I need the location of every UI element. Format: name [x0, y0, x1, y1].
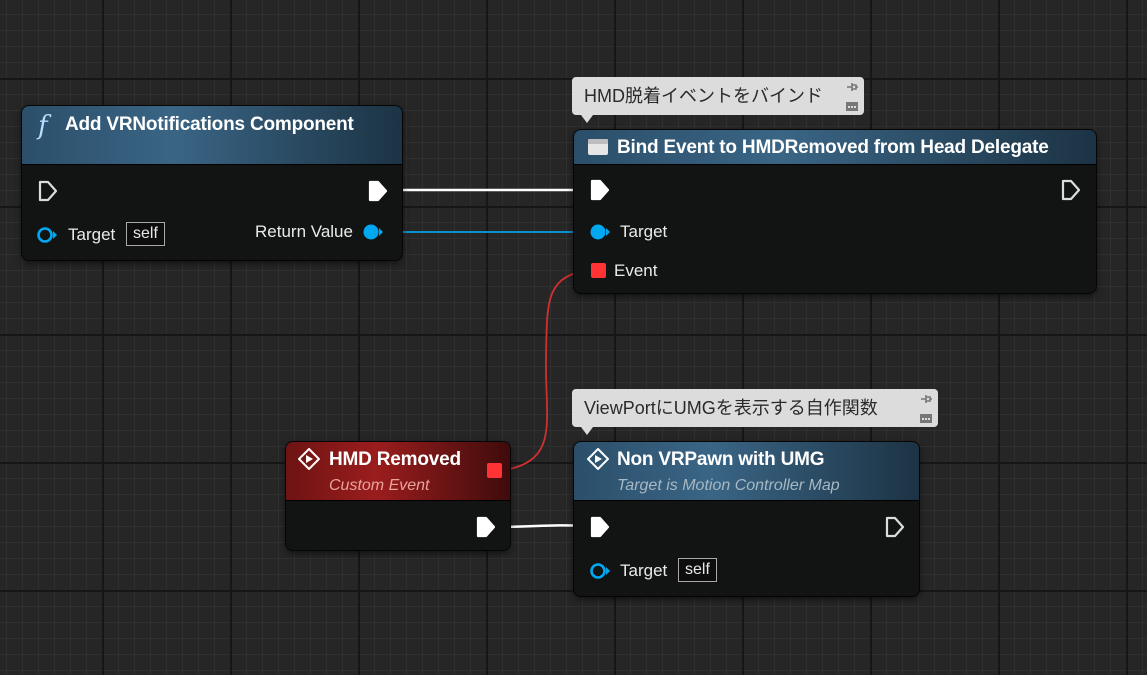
- event-dispatcher-icon: [588, 139, 608, 155]
- pin-comment-icon[interactable]: [845, 80, 859, 94]
- delegate-wire-event: [504, 269, 593, 471]
- comment-text: ViewPortにUMGを表示する自作関数: [584, 398, 878, 418]
- comment-tail: [581, 115, 593, 123]
- exec-in-pin[interactable]: [590, 516, 610, 538]
- target-pin[interactable]: [36, 226, 58, 244]
- hmd-removed-event-node[interactable]: HMD Removed Custom Event: [286, 442, 510, 550]
- target-label: Target: [620, 561, 668, 580]
- exec-out-pin[interactable]: [476, 516, 496, 538]
- target-label: Target: [620, 222, 668, 241]
- node-header[interactable]: Bind Event to HMDRemoved from Head Deleg…: [574, 130, 1096, 165]
- node-title: Non VRPawn with UMG: [617, 449, 825, 470]
- bind-event-node[interactable]: Bind Event to HMDRemoved from Head Deleg…: [574, 130, 1096, 293]
- node-title: Add VRNotifications Component: [65, 114, 354, 135]
- node-header[interactable]: Non VRPawn with UMG Target is Motion Con…: [574, 442, 919, 501]
- target-pin[interactable]: [589, 562, 611, 580]
- event-delegate-pin[interactable]: [591, 263, 606, 278]
- comment-bubble-nonvr[interactable]: ViewPortにUMGを表示する自作関数: [572, 389, 938, 435]
- add-vrnotifications-component-node[interactable]: f Add VRNotifications Component Target s…: [22, 106, 402, 260]
- target-pin[interactable]: [589, 223, 611, 241]
- exec-out-pin[interactable]: [1061, 179, 1081, 201]
- non-vrpawn-with-umg-node[interactable]: Non VRPawn with UMG Target is Motion Con…: [574, 442, 919, 596]
- comment-tail: [581, 427, 593, 435]
- delegate-output-pin[interactable]: [487, 463, 502, 478]
- node-title: HMD Removed: [329, 449, 461, 470]
- target-label: Target: [68, 225, 116, 244]
- node-header[interactable]: HMD Removed Custom Event: [286, 442, 510, 501]
- function-call-icon: [587, 448, 609, 470]
- node-subtitle: Target is Motion Controller Map: [617, 477, 840, 494]
- exec-out-pin[interactable]: [368, 180, 388, 202]
- event-label: Event: [614, 261, 658, 280]
- exec-in-pin[interactable]: [590, 179, 610, 201]
- target-self-box[interactable]: self: [126, 222, 165, 246]
- comment-bubble-icon[interactable]: [919, 413, 933, 424]
- node-title: Bind Event to HMDRemoved from Head Deleg…: [617, 137, 1049, 158]
- pin-comment-icon[interactable]: [919, 392, 933, 406]
- target-self-box[interactable]: self: [678, 558, 717, 582]
- node-header[interactable]: f Add VRNotifications Component: [22, 106, 402, 165]
- return-value-pin[interactable]: [362, 223, 384, 241]
- exec-out-pin[interactable]: [885, 516, 905, 538]
- comment-bubble-bind[interactable]: HMD脱着イベントをバインド: [572, 77, 864, 123]
- return-value-label: Return Value: [255, 222, 353, 241]
- comment-bubble-icon[interactable]: [845, 101, 859, 112]
- comment-text: HMD脱着イベントをバインド: [584, 86, 823, 106]
- custom-event-icon: [298, 448, 320, 470]
- exec-in-pin[interactable]: [38, 180, 58, 202]
- function-icon: f: [38, 111, 48, 141]
- node-subtitle: Custom Event: [329, 477, 430, 494]
